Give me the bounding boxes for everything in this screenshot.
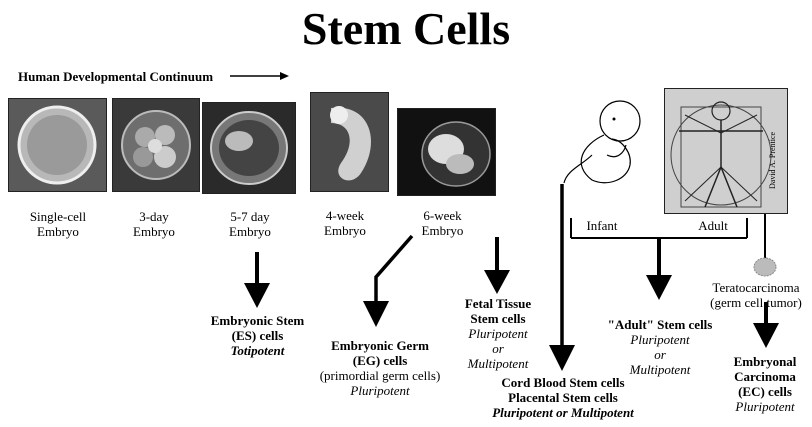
- eg-arrow-shaft: [376, 236, 412, 303]
- teratocarcinoma-icon: [752, 256, 778, 278]
- adult-illustration: David A. Prentice: [664, 88, 788, 214]
- ec-arrowhead: [753, 323, 779, 348]
- 4-week-embryo-image: [310, 92, 389, 192]
- eg-cells-label: Embryonic Germ (EG) cells (primordial ge…: [300, 338, 460, 398]
- adult-label: Adult: [688, 218, 738, 233]
- adult-stem-cells-label: "Adult" Stem cells Pluripotent or Multip…: [590, 317, 730, 377]
- continuum-arrowhead: [280, 72, 289, 80]
- 3-day-embryo-image: [112, 98, 200, 192]
- teratocarcinoma-label: Teratocarcinoma (germ cell tumor): [700, 280, 812, 310]
- fetal-tissue-cells-label: Fetal Tissue Stem cells Pluripotent or M…: [448, 296, 548, 371]
- single-cell-embryo-image: [8, 98, 107, 192]
- cord-blood-cells-label: Cord Blood Stem cells Placental Stem cel…: [478, 375, 648, 420]
- adult-arrowhead: [646, 275, 672, 300]
- 6-week-embryo-image: [397, 108, 496, 196]
- stage-5-7-day: 5-7 dayEmbryo: [205, 209, 295, 239]
- infant-label: Infant: [572, 218, 632, 233]
- eg-arrowhead: [363, 301, 389, 327]
- stage-single-cell: Single-cellEmbryo: [8, 209, 108, 239]
- stage-3-day: 3-dayEmbryo: [110, 209, 198, 239]
- ec-cells-label: Embryonal Carcinoma (EC) cells Pluripote…: [720, 354, 810, 414]
- es-arrowhead: [244, 283, 270, 308]
- credit-text: David A. Prentice: [768, 132, 777, 189]
- infant-illustration: [552, 95, 652, 190]
- stage-6-week: 6-weekEmbryo: [395, 208, 490, 238]
- credit-container: David A. Prentice: [768, 119, 782, 199]
- stage-4-week: 4-weekEmbryo: [300, 208, 390, 238]
- fetal-arrowhead: [484, 270, 510, 294]
- cord-arrowhead: [549, 345, 575, 371]
- 5-7-day-embryo-image: [202, 102, 296, 194]
